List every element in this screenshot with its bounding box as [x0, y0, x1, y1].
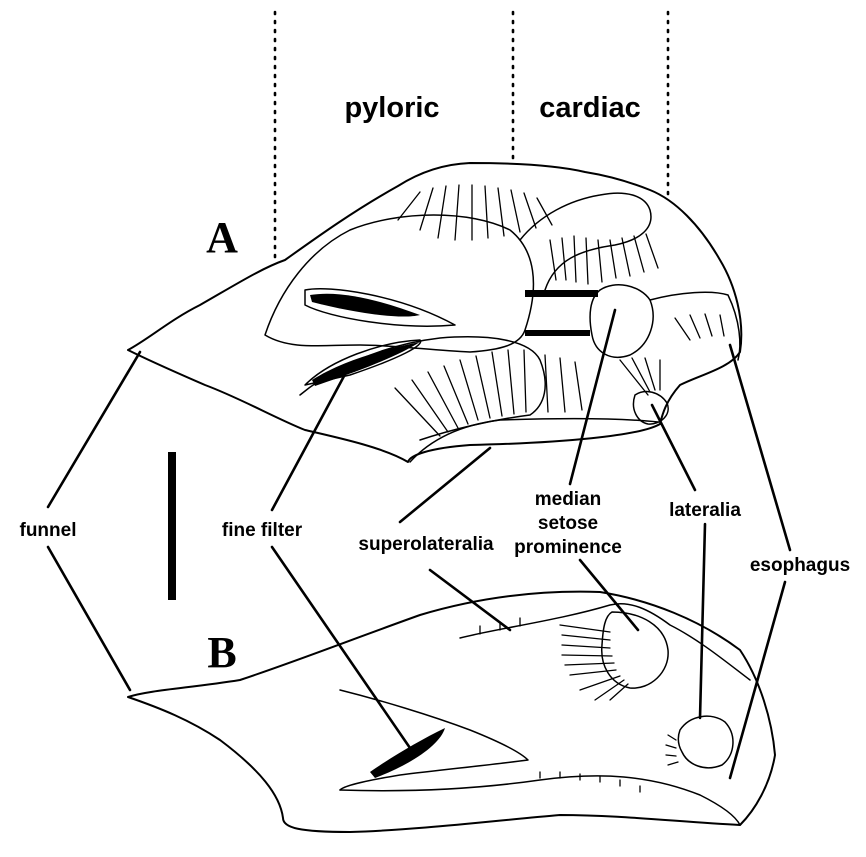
label-funnel: funnel	[20, 520, 77, 541]
leader-fine-filter-b	[272, 547, 410, 748]
leader-esophagus-b	[730, 582, 785, 778]
leader-funnel-a	[48, 352, 140, 507]
panel-a-ventral-ridge	[410, 419, 658, 462]
panel-b-setae	[480, 618, 678, 792]
panel-label-a: A	[206, 213, 238, 262]
panel-a-setae	[395, 185, 724, 436]
region-label-cardiac: cardiac	[539, 92, 641, 124]
panel-label-b: B	[207, 628, 236, 677]
panel-a-cardiac-bar-2	[525, 330, 590, 336]
label-lateralia: lateralia	[669, 500, 741, 521]
region-label-pyloric: pyloric	[344, 92, 439, 124]
label-fine-filter: fine filter	[222, 520, 303, 541]
leader-lateralia-b	[700, 524, 705, 718]
panel-a-median-prominence	[590, 285, 653, 357]
label-esophagus: esophagus	[750, 555, 850, 576]
panel-a-drawing	[128, 163, 741, 462]
leader-median-prominence-b	[580, 560, 638, 630]
panel-a-lateralia	[633, 392, 668, 425]
panel-b-median-prominence	[602, 612, 668, 688]
panel-a-cardiac-chamber	[520, 193, 651, 290]
leader-lateralia-a	[652, 405, 695, 490]
label-median-line-1: median	[535, 489, 602, 510]
panel-a-cardiac-bar-1	[525, 290, 598, 297]
leader-superolateralia-b	[430, 570, 510, 630]
panel-a-pyloric-chamber	[265, 215, 533, 352]
label-median-line-2: setose	[538, 513, 598, 534]
panel-b-lateralia	[678, 716, 733, 768]
label-superolateralia: superolateralia	[358, 534, 494, 555]
label-median-line-3: prominence	[514, 537, 622, 558]
leader-funnel-b	[48, 547, 130, 690]
